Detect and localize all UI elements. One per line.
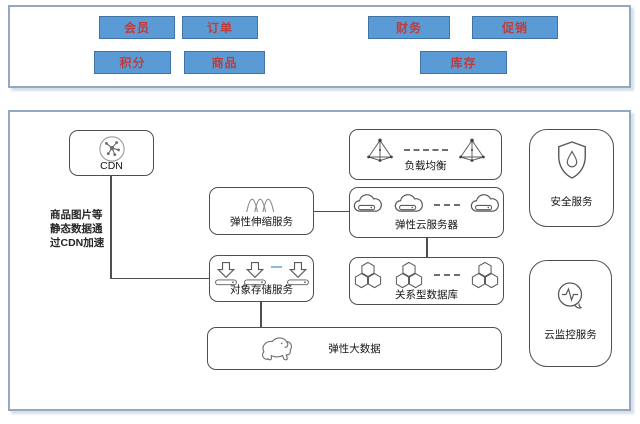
cloud-architecture-panel: 商品图片等 静态数据通 过CDN加速 CDN bbox=[8, 110, 631, 411]
hexagon-cluster-icon bbox=[352, 261, 384, 289]
load-balancer-pyramid-icon bbox=[365, 136, 395, 164]
hadoop-elephant-icon bbox=[258, 334, 296, 364]
connector-cdn-vertical bbox=[110, 176, 112, 278]
module-button-product[interactable]: 商品 bbox=[184, 51, 265, 74]
connector-scaling-to-ecs bbox=[314, 210, 349, 212]
connector-ecs-to-rds bbox=[426, 238, 428, 257]
node-elastic-cloud-server: 弹性云服务器 bbox=[349, 187, 504, 238]
cloud-server-icon bbox=[352, 193, 384, 216]
node-label-security: 安全服务 bbox=[550, 196, 593, 208]
node-label-elastic-scaling: 弹性伸缩服务 bbox=[230, 216, 293, 228]
cloud-server-icon bbox=[393, 193, 425, 216]
node-label-load-balancer: 负载均衡 bbox=[404, 160, 447, 172]
dashed-link bbox=[434, 273, 460, 276]
download-arrow-bar-icon bbox=[242, 260, 268, 286]
module-button-order[interactable]: 订单 bbox=[182, 16, 258, 39]
node-label-rds: 关系型数据库 bbox=[395, 288, 458, 301]
elastic-waves-icon bbox=[244, 193, 280, 213]
dashed-link bbox=[434, 203, 460, 206]
connector-cdn-to-obs bbox=[110, 277, 209, 279]
node-security-service: 安全服务 bbox=[529, 129, 614, 227]
load-balancer-pyramid-icon bbox=[457, 136, 487, 164]
node-label-cdn: CDN bbox=[100, 159, 123, 172]
node-elastic-bigdata: 弹性大数据 bbox=[207, 327, 502, 370]
connector-obs-to-bigdata bbox=[260, 302, 262, 327]
cloud-server-icon bbox=[469, 193, 501, 216]
pulse-monitor-icon bbox=[553, 280, 589, 316]
shield-droplet-icon bbox=[554, 139, 590, 181]
module-button-finance[interactable]: 财务 bbox=[368, 16, 450, 39]
node-label-monitor: 云监控服务 bbox=[544, 329, 597, 341]
cdn-annotation-line: 过CDN加速 bbox=[50, 237, 105, 249]
node-relational-database: 关系型数据库 bbox=[349, 257, 504, 305]
download-arrow-bar-icon bbox=[213, 260, 239, 286]
cdn-annotation-line: 静态数据通 bbox=[50, 223, 103, 235]
module-button-inventory[interactable]: 库存 bbox=[420, 51, 507, 74]
cdn-network-icon bbox=[98, 135, 126, 163]
cdn-annotation: 商品图片等 静态数据通 过CDN加速 bbox=[50, 208, 112, 250]
dashed-link bbox=[403, 149, 448, 151]
hexagon-cluster-icon bbox=[469, 261, 501, 289]
node-load-balancer: 负载均衡 bbox=[349, 129, 502, 180]
business-modules-panel: 会员 订单 财务 促销 积分 商品 库存 bbox=[8, 5, 631, 88]
hexagon-cluster-icon bbox=[393, 261, 425, 289]
node-cloud-monitor: 云监控服务 bbox=[529, 260, 612, 367]
node-object-storage: 对象存储服务 bbox=[209, 255, 314, 302]
cdn-annotation-line: 商品图片等 bbox=[50, 209, 103, 221]
node-label-obs: 对象存储服务 bbox=[230, 284, 293, 296]
node-label-ecs: 弹性云服务器 bbox=[395, 219, 458, 231]
module-button-member[interactable]: 会员 bbox=[99, 16, 175, 39]
module-button-points[interactable]: 积分 bbox=[94, 51, 171, 74]
node-elastic-scaling: 弹性伸缩服务 bbox=[209, 187, 314, 235]
download-arrow-bar-icon bbox=[285, 260, 311, 286]
dashed-link-blue bbox=[270, 266, 282, 268]
module-button-promotion[interactable]: 促销 bbox=[472, 16, 558, 39]
node-cdn: CDN bbox=[69, 130, 154, 176]
node-label-bigdata: 弹性大数据 bbox=[328, 343, 381, 355]
